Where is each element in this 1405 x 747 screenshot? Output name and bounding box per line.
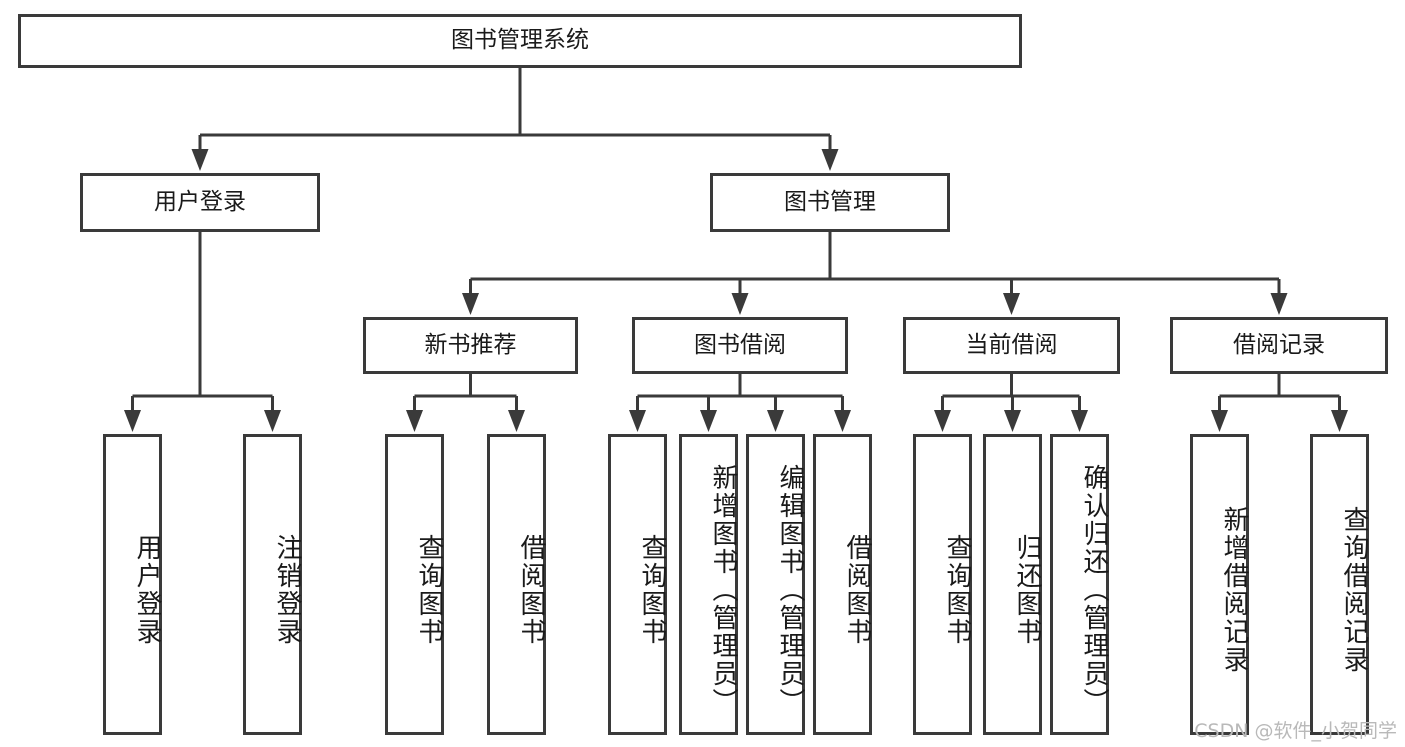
node-box-l2_0[interactable] [80, 173, 320, 232]
edge-group-l3_1 [629, 374, 851, 432]
leaf-node-box-leaf_7[interactable] [813, 434, 872, 735]
edge-group-l2_0 [124, 232, 281, 432]
edge-group-l3_0 [406, 374, 525, 432]
leaf-node-box-leaf_8[interactable] [913, 434, 972, 735]
boxes-layer [18, 14, 1388, 735]
leaf-node-box-leaf_9[interactable] [983, 434, 1042, 735]
leaf-node-box-leaf_0[interactable] [103, 434, 162, 735]
leaf-node-box-leaf_6[interactable] [746, 434, 805, 735]
node-box-l3_0[interactable] [363, 317, 578, 374]
node-box-l2_1[interactable] [710, 173, 950, 232]
edge-group-l3_2 [934, 374, 1088, 432]
edge-group-l2_1 [462, 232, 1288, 315]
connectors-layer [124, 68, 1348, 432]
leaf-node-box-leaf_3[interactable] [487, 434, 546, 735]
node-box-root[interactable] [18, 14, 1022, 68]
leaf-node-box-leaf_1[interactable] [243, 434, 302, 735]
leaf-node-box-leaf_4[interactable] [608, 434, 667, 735]
node-box-l3_2[interactable] [903, 317, 1120, 374]
edge-group-root [191, 68, 839, 171]
leaf-node-box-leaf_11[interactable] [1190, 434, 1249, 735]
node-box-l3_1[interactable] [632, 317, 848, 374]
leaf-node-box-leaf_2[interactable] [385, 434, 444, 735]
leaf-node-box-leaf_12[interactable] [1310, 434, 1369, 735]
leaf-node-box-leaf_5[interactable] [679, 434, 738, 735]
edge-group-l3_3 [1211, 374, 1348, 432]
node-box-l3_3[interactable] [1170, 317, 1388, 374]
leaf-node-box-leaf_10[interactable] [1050, 434, 1109, 735]
